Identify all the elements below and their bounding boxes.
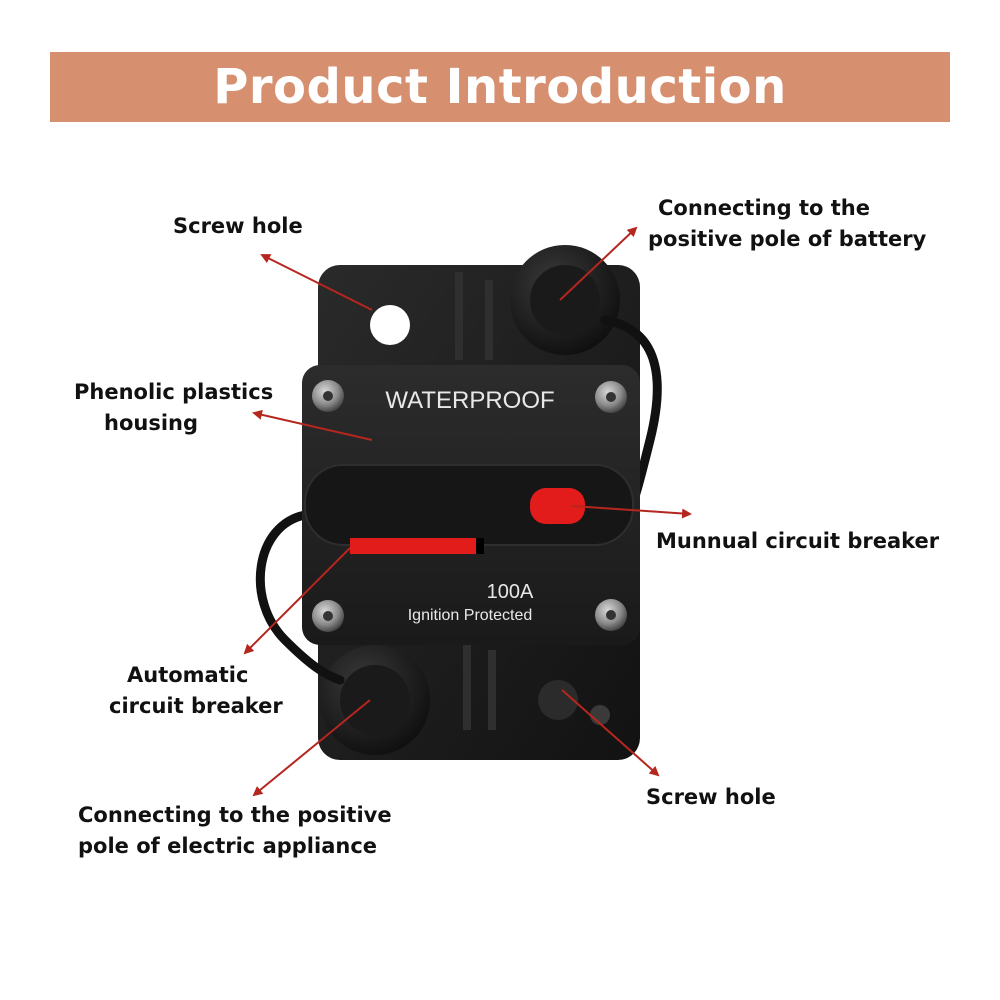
- screw-top-left: [312, 380, 344, 412]
- label-screw-hole-bottom: Screw hole: [646, 785, 776, 809]
- label-housing: Phenolic plastics housing: [74, 380, 274, 435]
- screw-top-right: [595, 381, 627, 413]
- screw-bottom-right: [595, 599, 627, 631]
- arrow-housing: [252, 409, 373, 441]
- manual-trip-button[interactable]: [530, 488, 585, 524]
- arrow-battery: [559, 226, 638, 301]
- screw-hole-top: [370, 305, 410, 345]
- arrow-manual-breaker: [571, 505, 692, 519]
- auto-reset-indicator: [350, 538, 476, 554]
- label-appliance: Connecting to the positive pole of elect…: [78, 803, 392, 858]
- label-manual-breaker: Munnual circuit breaker: [656, 529, 940, 553]
- label-screw-hole-top: Screw hole: [173, 214, 303, 238]
- device-waterproof-label: WATERPROOF: [385, 387, 554, 414]
- device-rating: 100A: [487, 581, 534, 603]
- arrow-screw-hole-top: [260, 254, 373, 311]
- screw-hole-bottom: [538, 680, 578, 720]
- page-title: Product Introduction: [213, 59, 787, 115]
- arrow-screw-hole-bottom: [561, 689, 660, 777]
- label-battery: Connecting to the positive pole of batte…: [648, 196, 927, 251]
- device-rating-sub: Ignition Protected: [408, 607, 533, 624]
- arrow-auto-breaker: [243, 547, 351, 655]
- label-auto-breaker: Automatic circuit breaker: [109, 663, 283, 718]
- header-banner: Product Introduction: [50, 52, 950, 122]
- arrow-appliance: [252, 699, 371, 797]
- screw-bottom-left: [312, 600, 344, 632]
